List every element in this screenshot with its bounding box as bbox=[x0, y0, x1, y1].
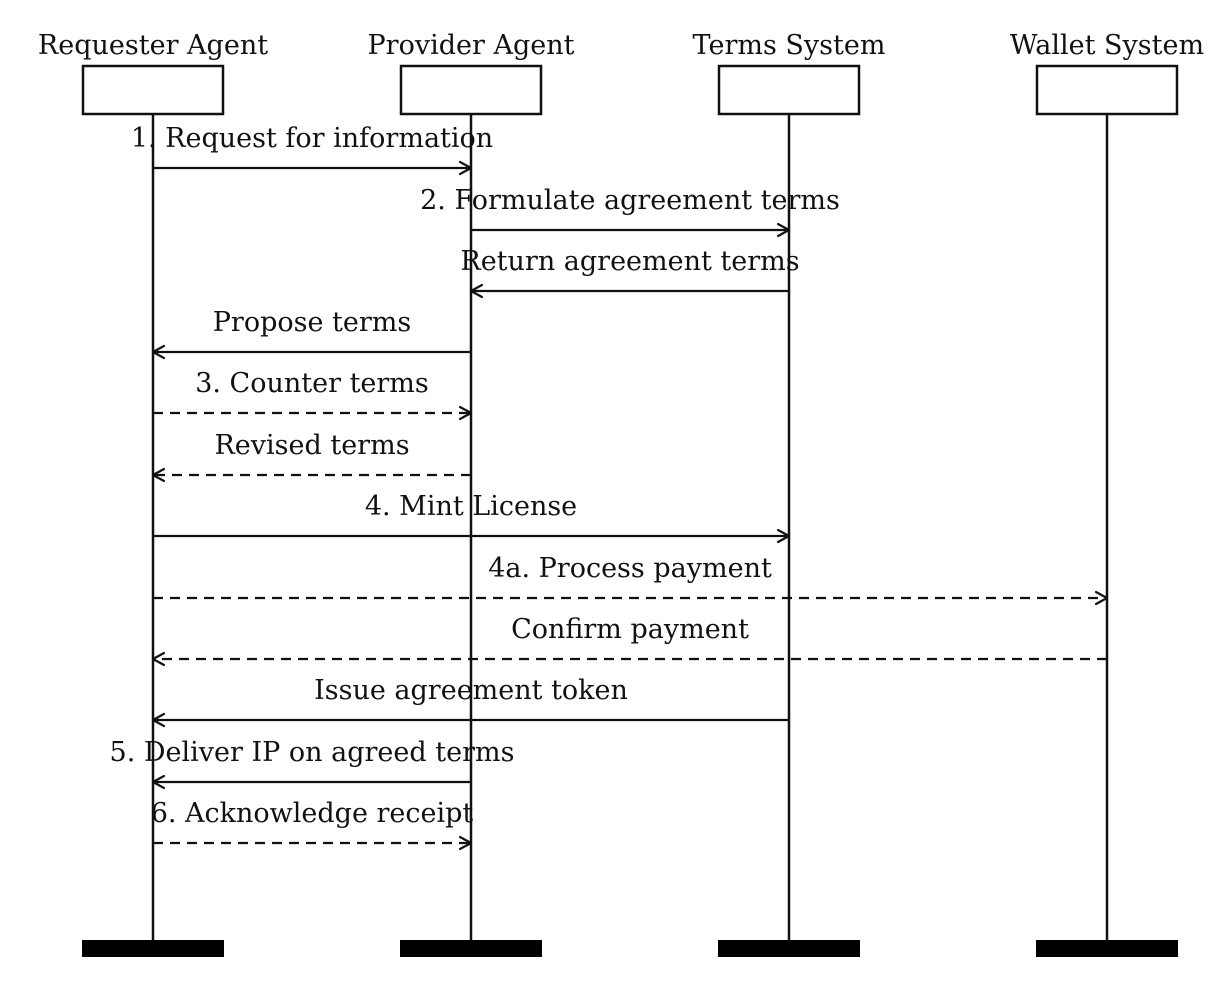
message-label: 5. Deliver IP on agreed terms bbox=[110, 737, 515, 768]
participant-box-terms bbox=[717, 64, 861, 116]
message-label: Revised terms bbox=[214, 430, 409, 461]
message-label: Propose terms bbox=[213, 307, 411, 338]
arrowhead-icon bbox=[776, 222, 791, 238]
message-label: 1. Request for information bbox=[131, 123, 493, 154]
message-11: 5. Deliver IP on agreed terms bbox=[110, 737, 515, 790]
participant-foot-terms bbox=[718, 940, 860, 957]
participant-name-provider: Provider Agent bbox=[368, 30, 575, 61]
participant-foot-provider bbox=[400, 940, 542, 957]
participant-name-terms: Terms System bbox=[693, 30, 886, 61]
messages-layer: 1. Request for information 2. Formulate a… bbox=[110, 123, 1109, 851]
participant-terms: Terms System bbox=[693, 30, 886, 957]
message-label: 6. Acknowledge receipt bbox=[151, 798, 474, 829]
participant-foot-requester bbox=[82, 940, 224, 957]
participant-name-requester: Requester Agent bbox=[38, 30, 268, 61]
message-2: 2. Formulate agreement terms bbox=[420, 185, 840, 238]
participant-foot-wallet bbox=[1036, 940, 1178, 957]
message-label: Confirm payment bbox=[511, 614, 749, 645]
message-label: 3. Counter terms bbox=[195, 368, 429, 399]
message-label: 2. Formulate agreement terms bbox=[420, 185, 840, 216]
message-6: Revised terms bbox=[151, 430, 471, 483]
participant-box-wallet bbox=[1035, 64, 1179, 116]
message-4: Propose terms bbox=[151, 307, 471, 360]
participant-requester: Requester Agent bbox=[38, 30, 268, 957]
message-1: 1. Request for information bbox=[131, 123, 493, 176]
message-7: 4. Mint License bbox=[153, 491, 791, 544]
message-10: Issue agreement token bbox=[151, 675, 789, 728]
message-label: Return agreement terms bbox=[460, 246, 799, 277]
participant-wallet: Wallet System bbox=[1010, 30, 1204, 957]
message-label: 4a. Process payment bbox=[488, 553, 772, 584]
arrowhead-icon bbox=[151, 344, 166, 360]
arrowhead-icon bbox=[151, 651, 166, 667]
arrowhead-icon bbox=[469, 283, 484, 299]
message-9: Confirm payment bbox=[151, 614, 1107, 667]
message-12: 6. Acknowledge receipt bbox=[151, 798, 474, 851]
participant-name-wallet: Wallet System bbox=[1010, 30, 1204, 61]
participant-provider: Provider Agent bbox=[368, 30, 575, 957]
participant-box-provider bbox=[399, 64, 543, 116]
arrowhead-icon bbox=[151, 467, 166, 483]
arrowhead-icon bbox=[458, 160, 473, 176]
arrowhead-icon bbox=[151, 774, 166, 790]
message-5: 3. Counter terms bbox=[153, 368, 473, 421]
message-3: Return agreement terms bbox=[460, 246, 800, 299]
arrowhead-icon bbox=[1094, 590, 1109, 606]
message-8: 4a. Process payment bbox=[153, 553, 1109, 606]
participants-layer: Requester Agent Provider Agent Terms Syste… bbox=[38, 30, 1204, 957]
participant-box-requester bbox=[81, 64, 225, 116]
arrowhead-icon bbox=[458, 835, 473, 851]
message-label: 4. Mint License bbox=[365, 491, 577, 522]
arrowhead-icon bbox=[776, 528, 791, 544]
arrowhead-icon bbox=[151, 712, 166, 728]
message-label: Issue agreement token bbox=[314, 675, 628, 706]
arrowhead-icon bbox=[458, 405, 473, 421]
